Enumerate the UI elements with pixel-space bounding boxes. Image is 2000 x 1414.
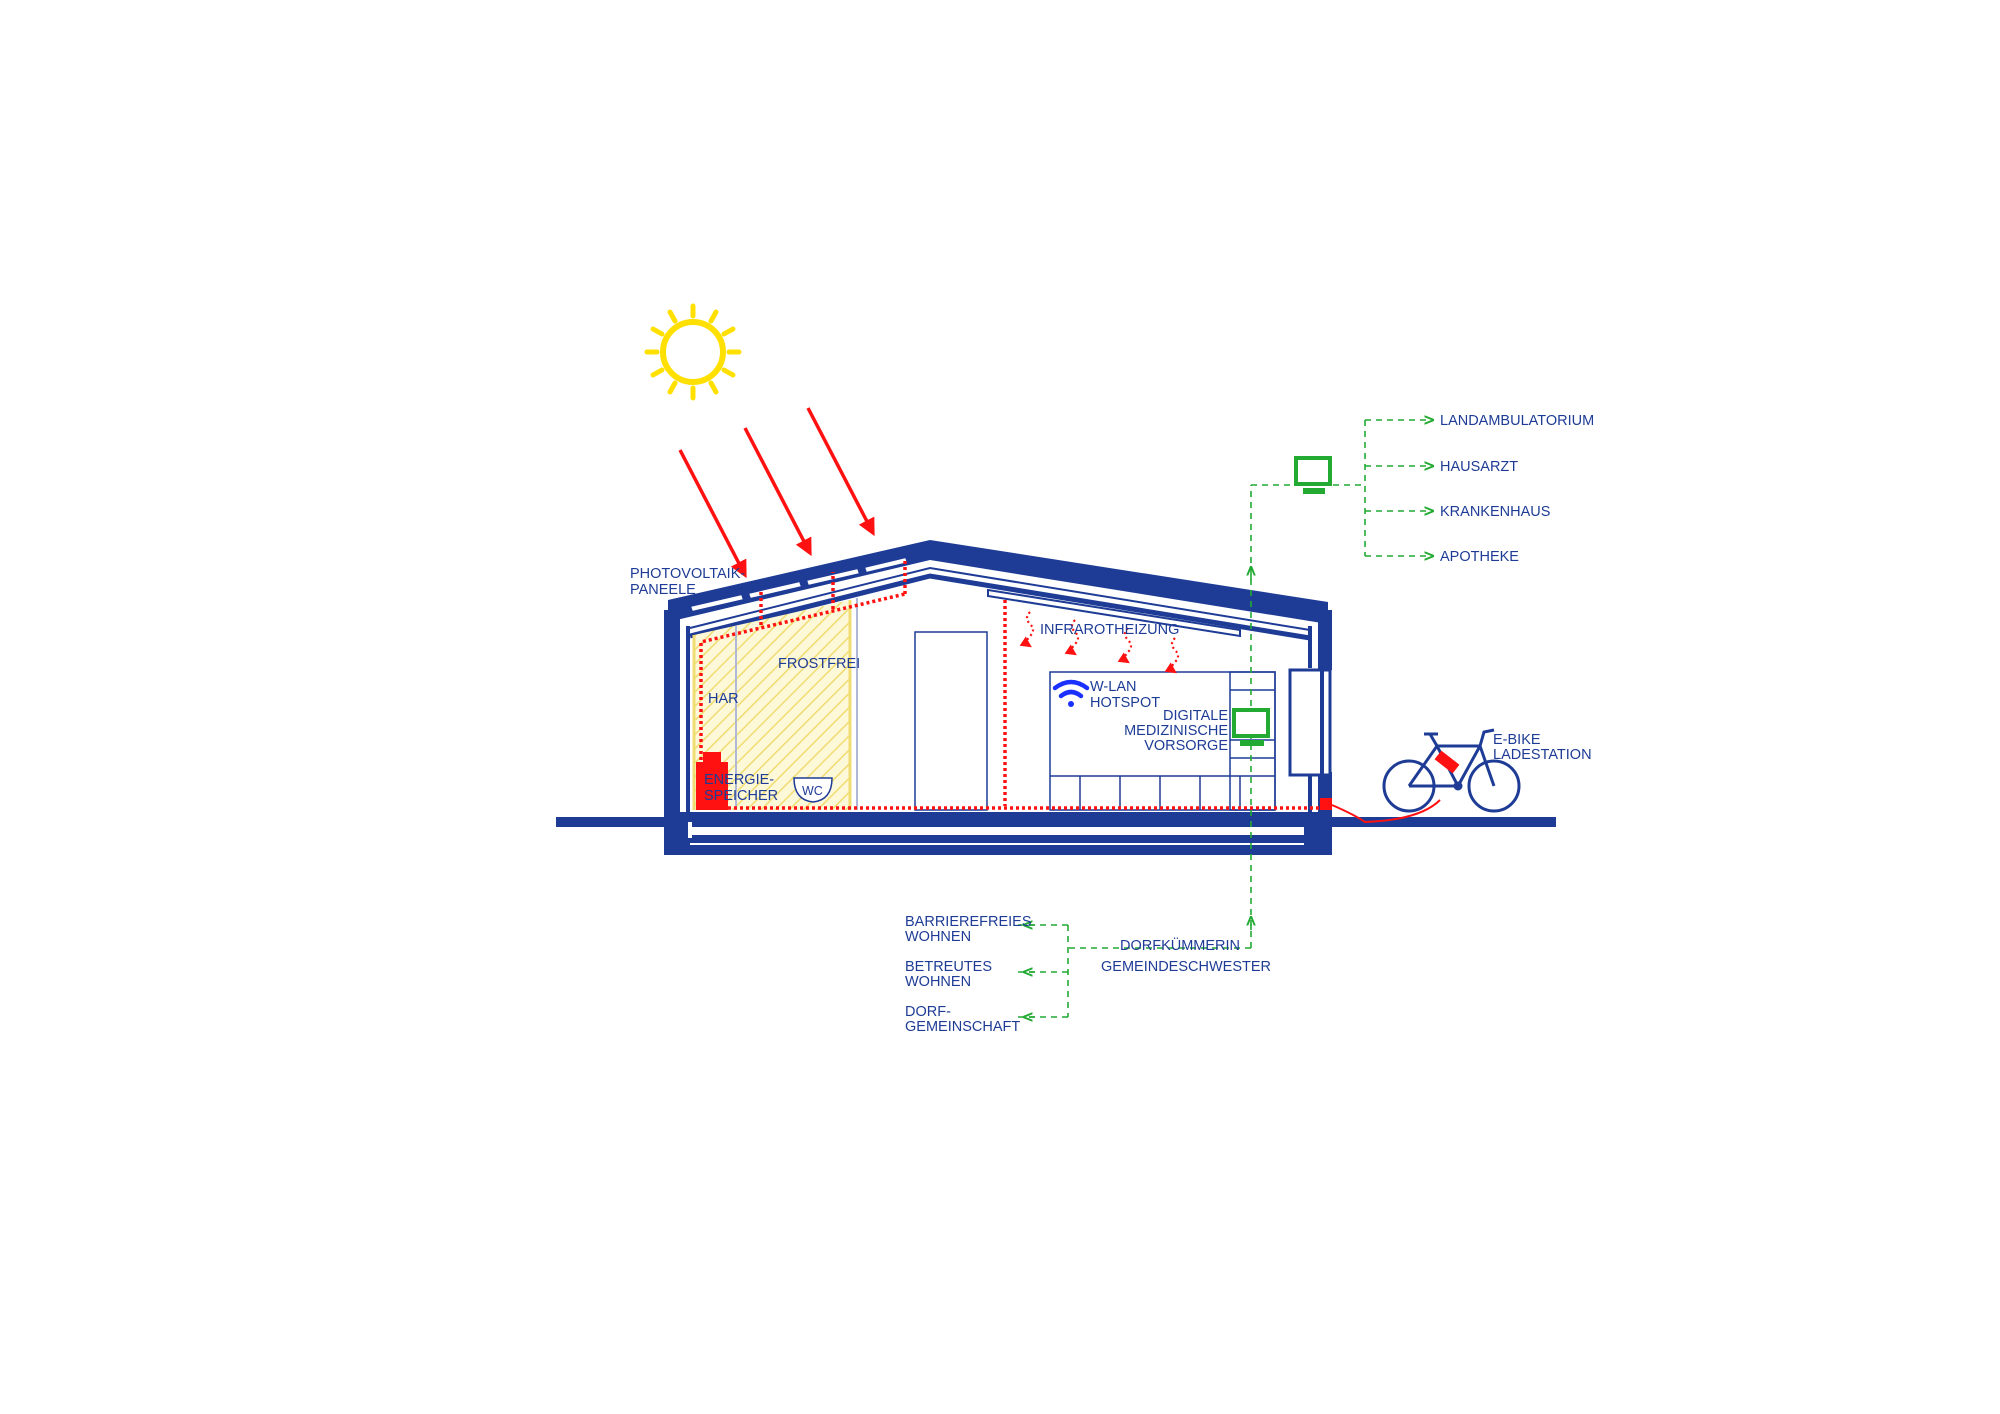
digital-care-label-2: MEDIZINISCHE — [1124, 723, 1228, 739]
house-structure — [664, 540, 1332, 855]
e-bike-icon — [1382, 728, 1521, 813]
digital-care-label-3: VORSORGE — [1144, 738, 1228, 754]
community-dorf-2: GEMEINSCHAFT — [905, 1019, 1020, 1035]
hub-label-2: GEMEINDESCHWESTER — [1101, 959, 1271, 975]
monitor-icon — [1294, 456, 1332, 494]
wlan-label-2: HOTSPOT — [1090, 695, 1160, 711]
digital-care-label: DIGITALE — [1163, 708, 1228, 724]
heat-wave-icons — [1019, 611, 1180, 674]
remote-krankenhaus: KRANKENHAUS — [1440, 504, 1550, 520]
wifi-icon — [1052, 679, 1090, 707]
ground-line — [556, 817, 1556, 827]
infrared-heating-label: INFRAROTHEIZUNG — [1040, 622, 1179, 638]
frostfrei-label: FROSTFREI — [778, 656, 860, 672]
community-barrierefrei: BARRIEREFREIES — [905, 914, 1032, 930]
community-dorf: DORF- — [905, 1004, 951, 1020]
interior-door — [914, 631, 988, 811]
ebike-label: E-BIKE — [1493, 732, 1541, 748]
wlan-label: W-LAN — [1090, 679, 1136, 695]
wc-symbol — [793, 777, 833, 803]
battery-icon — [696, 752, 728, 810]
remote-landambulatorium: LANDAMBULATORIUM — [1440, 413, 1594, 429]
remote-hausarzt: HAUSARZT — [1440, 459, 1518, 475]
energy-storage-label: ENERGIE- — [704, 772, 774, 788]
energy-storage-label-2: SPEICHER — [704, 788, 778, 804]
counter-furniture — [1049, 671, 1276, 811]
community-betreut: BETREUTES — [905, 959, 992, 975]
remote-apotheke: APOTHEKE — [1440, 549, 1519, 565]
community-barrierefrei-2: WOHNEN — [905, 929, 971, 945]
energy-circuit — [699, 560, 1441, 824]
storage-zone — [694, 600, 850, 810]
community-betreut-2: WOHNEN — [905, 974, 971, 990]
infrared-heating-panel — [987, 588, 1241, 638]
solar-radiation-arrows — [678, 407, 875, 579]
hub-label: DORFKÜMMERIN — [1120, 936, 1240, 954]
monitor-icon — [1232, 708, 1270, 746]
pv-label-2: PANEELE — [630, 582, 696, 598]
wc-label: WC — [802, 784, 823, 798]
pv-label: PHOTOVOLTAIK- — [630, 566, 745, 582]
ebike-label-2: LADESTATION — [1493, 747, 1592, 763]
har-label: HAR — [708, 691, 739, 707]
sun-icon — [644, 303, 742, 401]
